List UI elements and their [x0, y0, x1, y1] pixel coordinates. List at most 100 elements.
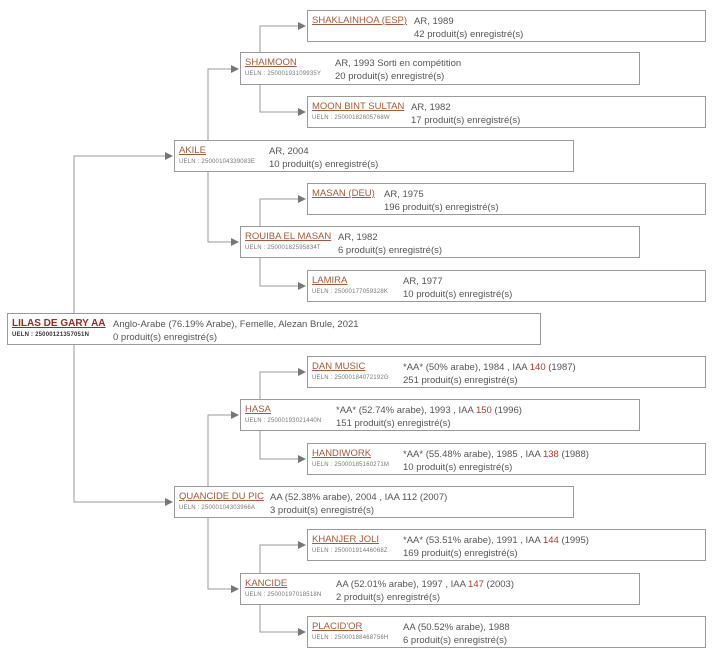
connector-to-sire — [73, 152, 173, 313]
horse-card-dsd: HANDIWORK UELN : 25000185160271M *AA* (5… — [307, 443, 706, 475]
connector-to-dam — [73, 345, 173, 506]
horse-produits: 3 produit(s) enregistré(s) — [270, 505, 375, 516]
horse-ueln: UELN : 25000184072192G — [312, 375, 389, 381]
horse-ueln: UELN : 25000191446068Z — [312, 548, 388, 554]
horse-description: *AA* (50% arabe), 1984 , IAA 140 (1987) — [403, 362, 576, 373]
horse-description: AR, 1993 Sorti en compétition — [335, 58, 462, 69]
horse-card-sdd: LAMIRA UELN : 25000177059328K AR, 1977 1… — [307, 270, 706, 302]
horse-name-link[interactable]: LILAS DE GARY AA — [12, 318, 106, 329]
horse-card-ddd: PLACID'OR UELN : 25000188468756H AA (50.… — [307, 616, 706, 648]
connector-to-sire-dam — [207, 172, 239, 246]
horse-info: AR, 1982 6 produit(s) enregistré(s) — [338, 231, 442, 257]
horse-card-sire-sire: SHAIMOON UELN : 25000193109935Y AR, 1993… — [240, 52, 640, 85]
horse-name-link[interactable]: HANDIWORK — [312, 448, 372, 459]
horse-card-dds: KHANJER JOLI UELN : 25000191446068Z *AA*… — [307, 529, 706, 561]
horse-produits: 251 produit(s) enregistré(s) — [403, 375, 518, 386]
horse-ueln: UELN : 25000197018518N — [245, 592, 322, 598]
horse-info: *AA* (52.74% arabe), 1993 , IAA 150 (199… — [336, 404, 522, 430]
horse-info: AR, 1975 196 produit(s) enregistré(s) — [384, 188, 499, 214]
horse-description: AR, 1982 — [411, 102, 451, 113]
horse-name-link[interactable]: AKILE — [179, 145, 206, 156]
horse-info: AR, 1977 10 produit(s) enregistré(s) — [403, 275, 512, 301]
horse-name-link[interactable]: QUANCIDE DU PIC — [179, 491, 264, 502]
horse-produits: 6 produit(s) enregistré(s) — [403, 635, 508, 646]
connector-to-sdd — [259, 258, 306, 290]
horse-name-link[interactable]: SHAIMOON — [245, 57, 297, 68]
horse-info: AR, 1989 42 produit(s) enregistré(s) — [414, 15, 523, 41]
horse-card-root: LILAS DE GARY AA UELN : 25000121357051N … — [7, 313, 541, 345]
horse-description: AR, 1989 — [414, 16, 454, 27]
horse-ueln: UELN : 25000193021440N — [245, 418, 322, 424]
horse-description: *AA* (55.48% arabe), 1985 , IAA 138 (198… — [403, 449, 589, 460]
horse-produits: 42 produit(s) enregistré(s) — [414, 29, 524, 40]
horse-ueln: UELN : 25000185160271M — [312, 462, 390, 468]
horse-ueln: UELN : 25000193109935Y — [245, 71, 322, 77]
horse-name-link[interactable]: KHANJER JOLI — [312, 534, 380, 545]
horse-description: AA (50.52% arabe), 1988 — [403, 622, 510, 633]
horse-produits: 196 produit(s) enregistré(s) — [384, 202, 499, 213]
horse-card-dam: QUANCIDE DU PIC UELN : 25000104303966A A… — [174, 486, 574, 518]
connector-to-dam-sire — [207, 411, 239, 486]
connector-to-dsd — [259, 431, 306, 463]
horse-info: AR, 2004 10 produit(s) enregistré(s) — [269, 145, 378, 171]
horse-produits: 6 produit(s) enregistré(s) — [338, 245, 443, 256]
horse-description: *AA* (53.51% arabe), 1991 , IAA 144 (199… — [403, 535, 589, 546]
horse-name-link[interactable]: MOON BINT SULTAN — [312, 101, 405, 112]
connector-to-dam-dam — [207, 518, 239, 593]
horse-produits: 17 produit(s) enregistré(s) — [411, 115, 521, 126]
horse-ueln: UELN : 25000177059328K — [312, 289, 389, 295]
horse-card-dam-dam: KANCIDE UELN : 25000197018518N AA (52.01… — [240, 573, 640, 605]
horse-description: AA (52.01% arabe), 1997 , IAA 147 (2003) — [336, 579, 514, 590]
horse-produits: 10 produit(s) enregistré(s) — [269, 159, 379, 170]
horse-description: AA (52.38% arabe), 2004 , IAA 112 (2007) — [270, 492, 448, 503]
connector-to-ddd — [259, 605, 306, 636]
horse-card-sire: AKILE UELN : 25000104339083E AR, 2004 10… — [174, 140, 574, 172]
horse-description: AR, 1982 — [338, 232, 378, 243]
horse-card-ssd: MOON BINT SULTAN UELN : 25000182605768W … — [307, 96, 706, 128]
horse-info: *AA* (50% arabe), 1984 , IAA 140 (1987) … — [403, 361, 576, 387]
horse-name-link[interactable]: DAN MUSIC — [312, 361, 366, 372]
horse-description: Anglo-Arabe (76.19% Arabe), Femelle, Ale… — [113, 319, 359, 330]
horse-produits: 10 produit(s) enregistré(s) — [403, 289, 513, 300]
horse-produits: 2 produit(s) enregistré(s) — [336, 592, 441, 603]
horse-description: AR, 1977 — [403, 276, 443, 287]
horse-info: AR, 1982 17 produit(s) enregistré(s) — [411, 101, 520, 127]
horse-produits: 0 produit(s) enregistré(s) — [113, 332, 218, 343]
horse-info: Anglo-Arabe (76.19% Arabe), Femelle, Ale… — [113, 318, 359, 344]
horse-ueln: UELN : 25000121357051N — [12, 332, 90, 338]
connector-to-sds — [259, 195, 306, 226]
horse-card-dam-sire: HASA UELN : 25000193021440N *AA* (52.74%… — [240, 399, 640, 431]
connector-to-sss — [259, 22, 306, 52]
horse-info: AA (52.01% arabe), 1997 , IAA 147 (2003)… — [336, 578, 514, 604]
horse-name-link[interactable]: SHAKLAINHOA (ESP) — [312, 15, 408, 26]
connector-to-sire-sire — [207, 65, 239, 140]
connector-to-dds — [259, 541, 306, 573]
horse-ueln: UELN : 25000182595834T — [245, 245, 321, 251]
horse-name-link[interactable]: MASAN (DEU) — [312, 188, 375, 199]
horse-produits: 169 produit(s) enregistré(s) — [403, 548, 518, 559]
horse-info: AA (50.52% arabe), 1988 6 produit(s) enr… — [403, 621, 510, 647]
horse-card-sss: SHAKLAINHOA (ESP) AR, 1989 42 produit(s)… — [307, 10, 706, 42]
horse-card-sds: MASAN (DEU) AR, 1975 196 produit(s) enre… — [307, 183, 706, 215]
horse-name-link[interactable]: KANCIDE — [245, 578, 288, 589]
horse-info: *AA* (53.51% arabe), 1991 , IAA 144 (199… — [403, 534, 589, 560]
horse-info: AR, 1993 Sorti en compétition 20 produit… — [335, 57, 461, 83]
horse-name-link[interactable]: LAMIRA — [312, 275, 348, 286]
horse-info: *AA* (55.48% arabe), 1985 , IAA 138 (198… — [403, 448, 589, 474]
horse-name-link[interactable]: HASA — [245, 404, 271, 415]
horse-ueln: UELN : 25000104339083E — [179, 159, 256, 165]
horse-ueln: UELN : 25000188468756H — [312, 635, 389, 641]
horse-produits: 151 produit(s) enregistré(s) — [336, 418, 451, 429]
horse-description: AR, 2004 — [269, 146, 309, 157]
horse-name-link[interactable]: PLACID'OR — [312, 621, 363, 632]
connector-to-dss — [259, 368, 306, 399]
horse-produits: 20 produit(s) enregistré(s) — [335, 71, 445, 82]
horse-name-link[interactable]: ROUIBA EL MASAN — [245, 231, 332, 242]
horse-ueln: UELN : 25000182605768W — [312, 115, 390, 121]
horse-card-dss: DAN MUSIC UELN : 25000184072192G *AA* (5… — [307, 356, 706, 388]
connector-to-ssd — [259, 85, 306, 116]
horse-description: AR, 1975 — [384, 189, 424, 200]
horse-card-sire-dam: ROUIBA EL MASAN UELN : 25000182595834T A… — [240, 226, 640, 258]
horse-description: *AA* (52.74% arabe), 1993 , IAA 150 (199… — [336, 405, 522, 416]
